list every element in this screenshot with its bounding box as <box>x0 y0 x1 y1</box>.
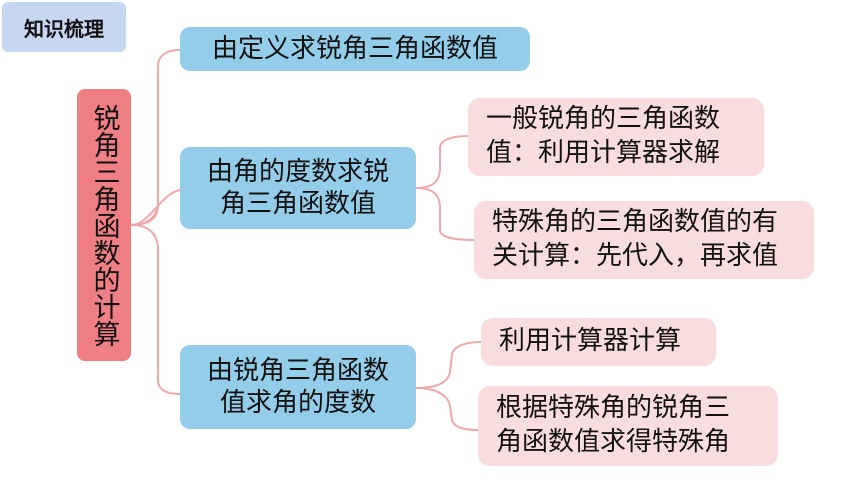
branch-node-line: 由角的度数求锐 <box>206 156 389 187</box>
leaf-node-special-angle: 特殊角的三角函数值的有 关计算：先代入，再求值 <box>474 201 814 279</box>
leaf-node-general-angle: 一般锐角的三角函数 值：利用计算器求解 <box>468 98 764 176</box>
section-title: 知识梳理 <box>2 2 126 52</box>
leaf-node-line: 特殊角的三角函数值的有 <box>492 207 779 238</box>
root-node: 锐角三角函数的计算 <box>77 89 131 361</box>
leaf-node-line: 利用计算器计算 <box>499 326 682 357</box>
root-node-label: 锐角三角函数的计算 <box>88 103 120 347</box>
branch3-connector <box>415 341 482 389</box>
root-connector-mid <box>130 189 181 226</box>
branch2-connector <box>415 135 469 189</box>
leaf-node-line: 角函数值求得特殊角 <box>496 427 731 457</box>
branch-node-degree-to-value: 由角的度数求锐 角三角函数值 <box>180 147 416 229</box>
leaf-node-line: 值：利用计算器求解 <box>486 138 721 168</box>
branch-node-line: 角三角函数值 <box>219 189 376 219</box>
branch-node-line: 值求角的度数 <box>219 388 376 418</box>
leaf-node-special-angle-reverse: 根据特殊角的锐角三 角函数值求得特殊角 <box>478 386 778 466</box>
leaf-node-line: 根据特殊角的锐角三 <box>496 393 731 424</box>
branch3-connector-low <box>415 387 479 431</box>
branch-node-label: 由定义求锐角三角函数值 <box>211 33 498 64</box>
branch-node-value-to-degree: 由锐角三角函数 值求角的度数 <box>180 345 416 429</box>
leaf-node-line: 关计算：先代入，再求值 <box>492 241 779 271</box>
leaf-node-line: 一般锐角的三角函数 <box>486 104 721 135</box>
section-title-text: 知识梳理 <box>24 16 104 41</box>
branch2-connector-low <box>415 187 475 241</box>
root-connector-low <box>130 224 181 395</box>
branch-node-definition: 由定义求锐角三角函数值 <box>180 27 530 71</box>
leaf-node-calculator: 利用计算器计算 <box>481 318 716 366</box>
branch-node-line: 由锐角三角函数 <box>206 355 389 386</box>
root-connector <box>130 49 181 226</box>
